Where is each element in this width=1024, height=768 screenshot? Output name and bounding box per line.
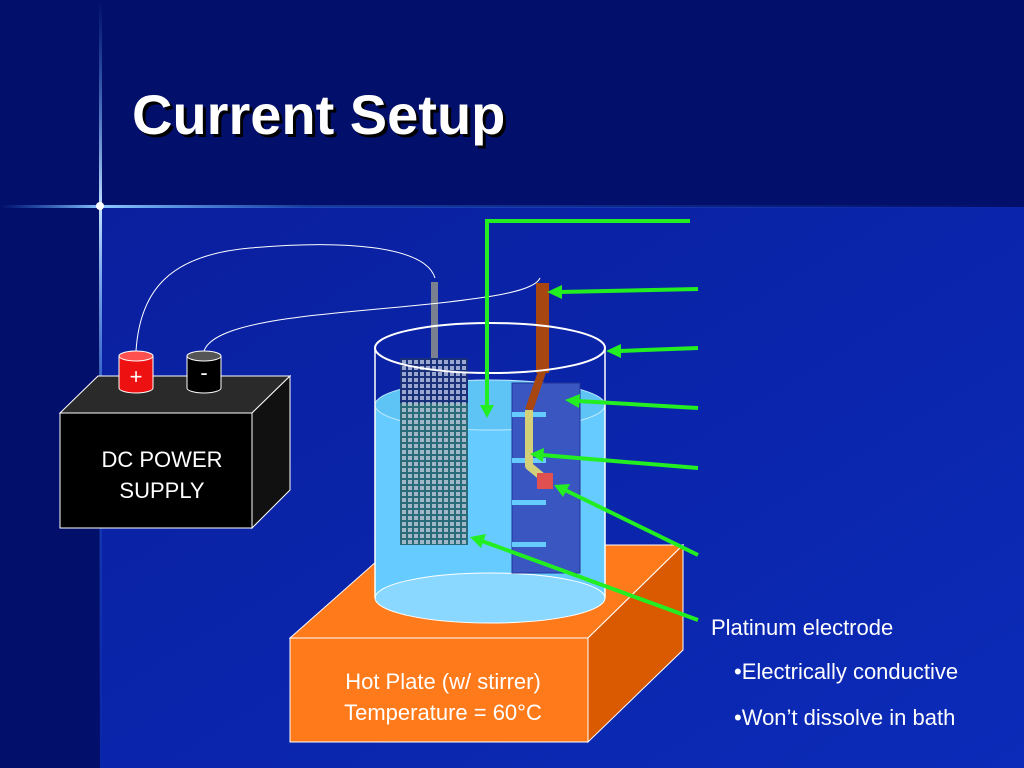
sample-piece [537, 473, 553, 489]
arrow-holder [577, 399, 699, 410]
copper-lead [525, 283, 553, 489]
copper-lead-bend [525, 370, 546, 412]
callout-bullet: •Won’t dissolve in bath [734, 705, 956, 730]
copper-lead-top [536, 283, 549, 373]
negative-terminal-label: - [200, 360, 208, 385]
power-supply-label: DC POWER SUPPLY [62, 444, 262, 506]
platinum-mesh-dry [400, 358, 468, 403]
power-supply-label-line2: SUPPLY [119, 478, 205, 503]
hot-plate-label-line2: Temperature = 60°C [344, 700, 542, 725]
slide-title: Current Setup [132, 83, 506, 146]
arrow-platinum-electrode [481, 539, 699, 622]
negative-terminal [186, 355, 222, 394]
power-supply-label-line1: DC POWER [101, 447, 223, 472]
power-supply-front [59, 412, 253, 529]
platinum-mesh-submerged [400, 403, 468, 545]
platinum-electrode-rod [431, 282, 438, 362]
arrow-sample-wire [541, 453, 699, 470]
power-supply [58, 350, 292, 530]
hot-plate-label-line1: Hot Plate (w/ stirrer) [345, 669, 541, 694]
callout-bullet: •Electrically conductive [734, 659, 959, 684]
arrow-sample [564, 488, 699, 557]
holder-slot-3 [512, 500, 546, 505]
positive-terminal [118, 355, 154, 394]
negative-wire [203, 277, 541, 352]
arrow-beaker [619, 346, 699, 353]
callout-heading: Platinum electrode [711, 615, 894, 640]
arrow-bath [485, 219, 690, 407]
hot-plate-front [289, 637, 589, 743]
callout-arrows [470, 219, 699, 622]
hot-plate-label: Hot Plate (w/ stirrer) Temperature = 60°… [298, 666, 588, 728]
power-supply-top [58, 375, 292, 414]
holder-slot-4 [512, 542, 546, 547]
positive-terminal-label: + [129, 364, 143, 389]
beaker-bottom [374, 572, 606, 624]
beaker-rim [374, 322, 606, 374]
platinum-electrode [400, 282, 468, 545]
positive-wire [135, 244, 436, 352]
arrow-copper-lead [559, 287, 699, 294]
